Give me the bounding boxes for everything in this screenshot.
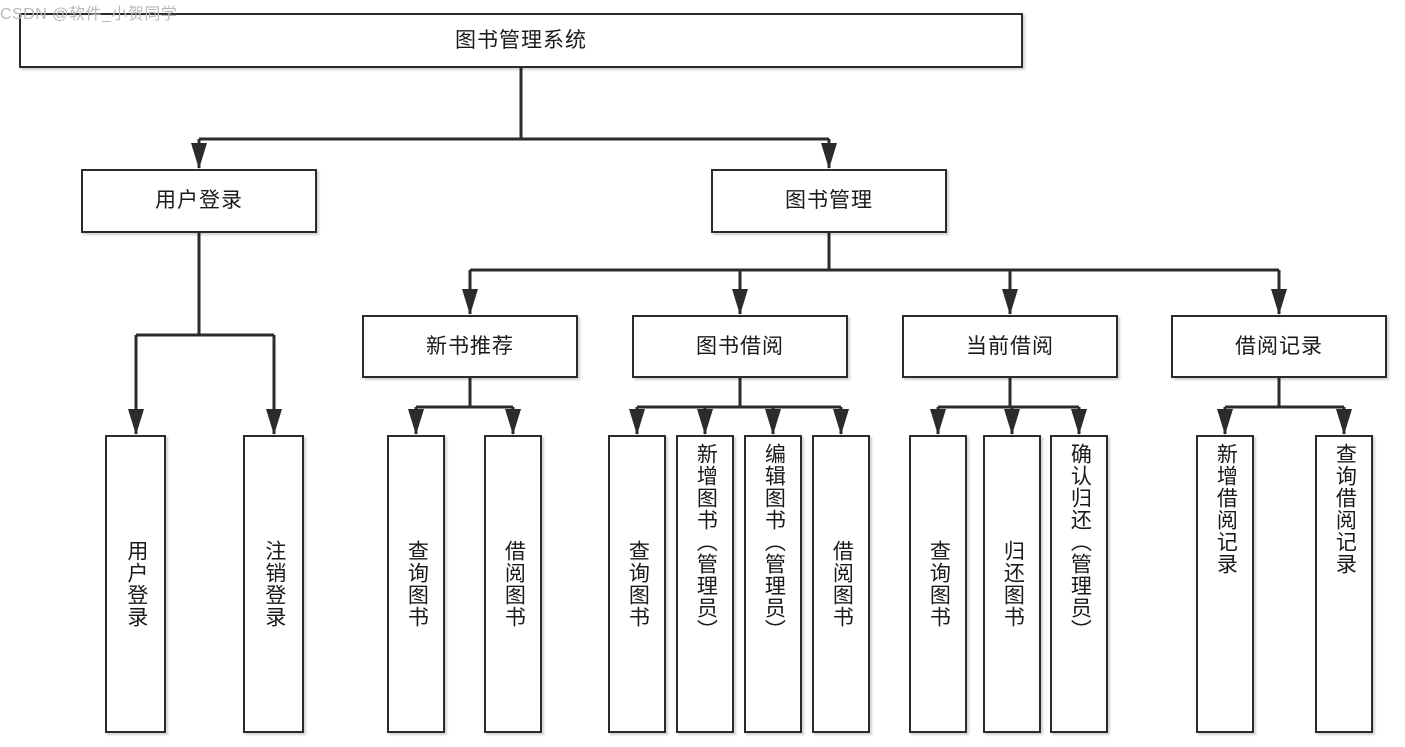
node-leaf-cb-query[interactable]: 查询图书 [909, 435, 967, 733]
node-label: 查询图书 [927, 540, 951, 628]
node-label: 图书借阅 [696, 334, 784, 358]
node-label: 注销登录 [262, 540, 286, 628]
node-label: 用户登录 [124, 540, 148, 628]
node-l3-new-book-rec[interactable]: 新书推荐 [362, 315, 578, 378]
node-l2-user-login[interactable]: 用户登录 [81, 169, 317, 233]
node-label: 查询图书 [626, 540, 650, 628]
node-leaf-rec-borrow[interactable]: 借阅图书 [484, 435, 542, 733]
node-leaf-cb-confirm[interactable]: 确认归还（管理员） [1050, 435, 1108, 733]
node-label: 借阅记录 [1235, 334, 1323, 358]
node-leaf-bb-query[interactable]: 查询图书 [608, 435, 666, 733]
node-label: 查询借阅记录 [1333, 443, 1357, 575]
node-leaf-br-add[interactable]: 新增借阅记录 [1196, 435, 1254, 733]
node-label: 确认归还（管理员） [1068, 443, 1092, 641]
node-leaf-bb-borrow[interactable]: 借阅图书 [812, 435, 870, 733]
node-leaf-bb-edit[interactable]: 编辑图书（管理员） [744, 435, 802, 733]
node-label: 查询图书 [405, 540, 429, 628]
node-label: 当前借阅 [966, 334, 1054, 358]
node-l3-book-borrow[interactable]: 图书借阅 [632, 315, 848, 378]
node-label: 借阅图书 [830, 540, 854, 628]
node-leaf-bb-add[interactable]: 新增图书（管理员） [676, 435, 734, 733]
node-label: 编辑图书（管理员） [762, 443, 786, 641]
node-leaf-logout[interactable]: 注销登录 [243, 435, 304, 733]
node-label: 图书管理 [785, 189, 873, 213]
node-root[interactable]: 图书管理系统 [19, 13, 1023, 68]
node-label: 新增借阅记录 [1214, 443, 1238, 575]
node-label: 新书推荐 [426, 334, 514, 358]
node-l2-book-mgmt[interactable]: 图书管理 [711, 169, 947, 233]
node-label: 借阅图书 [502, 540, 526, 628]
node-label: 归还图书 [1001, 540, 1025, 628]
node-label: 新增图书（管理员） [694, 443, 718, 641]
node-l3-borrow-record[interactable]: 借阅记录 [1171, 315, 1387, 378]
node-leaf-user-login[interactable]: 用户登录 [105, 435, 166, 733]
node-leaf-cb-return[interactable]: 归还图书 [983, 435, 1041, 733]
node-leaf-br-query[interactable]: 查询借阅记录 [1315, 435, 1373, 733]
node-leaf-rec-query[interactable]: 查询图书 [387, 435, 445, 733]
csdn-watermark: CSDN @软件_小贺同学 [0, 6, 178, 23]
node-label: 图书管理系统 [455, 28, 587, 52]
node-l3-current-borrow[interactable]: 当前借阅 [902, 315, 1118, 378]
node-label: 用户登录 [155, 189, 243, 213]
